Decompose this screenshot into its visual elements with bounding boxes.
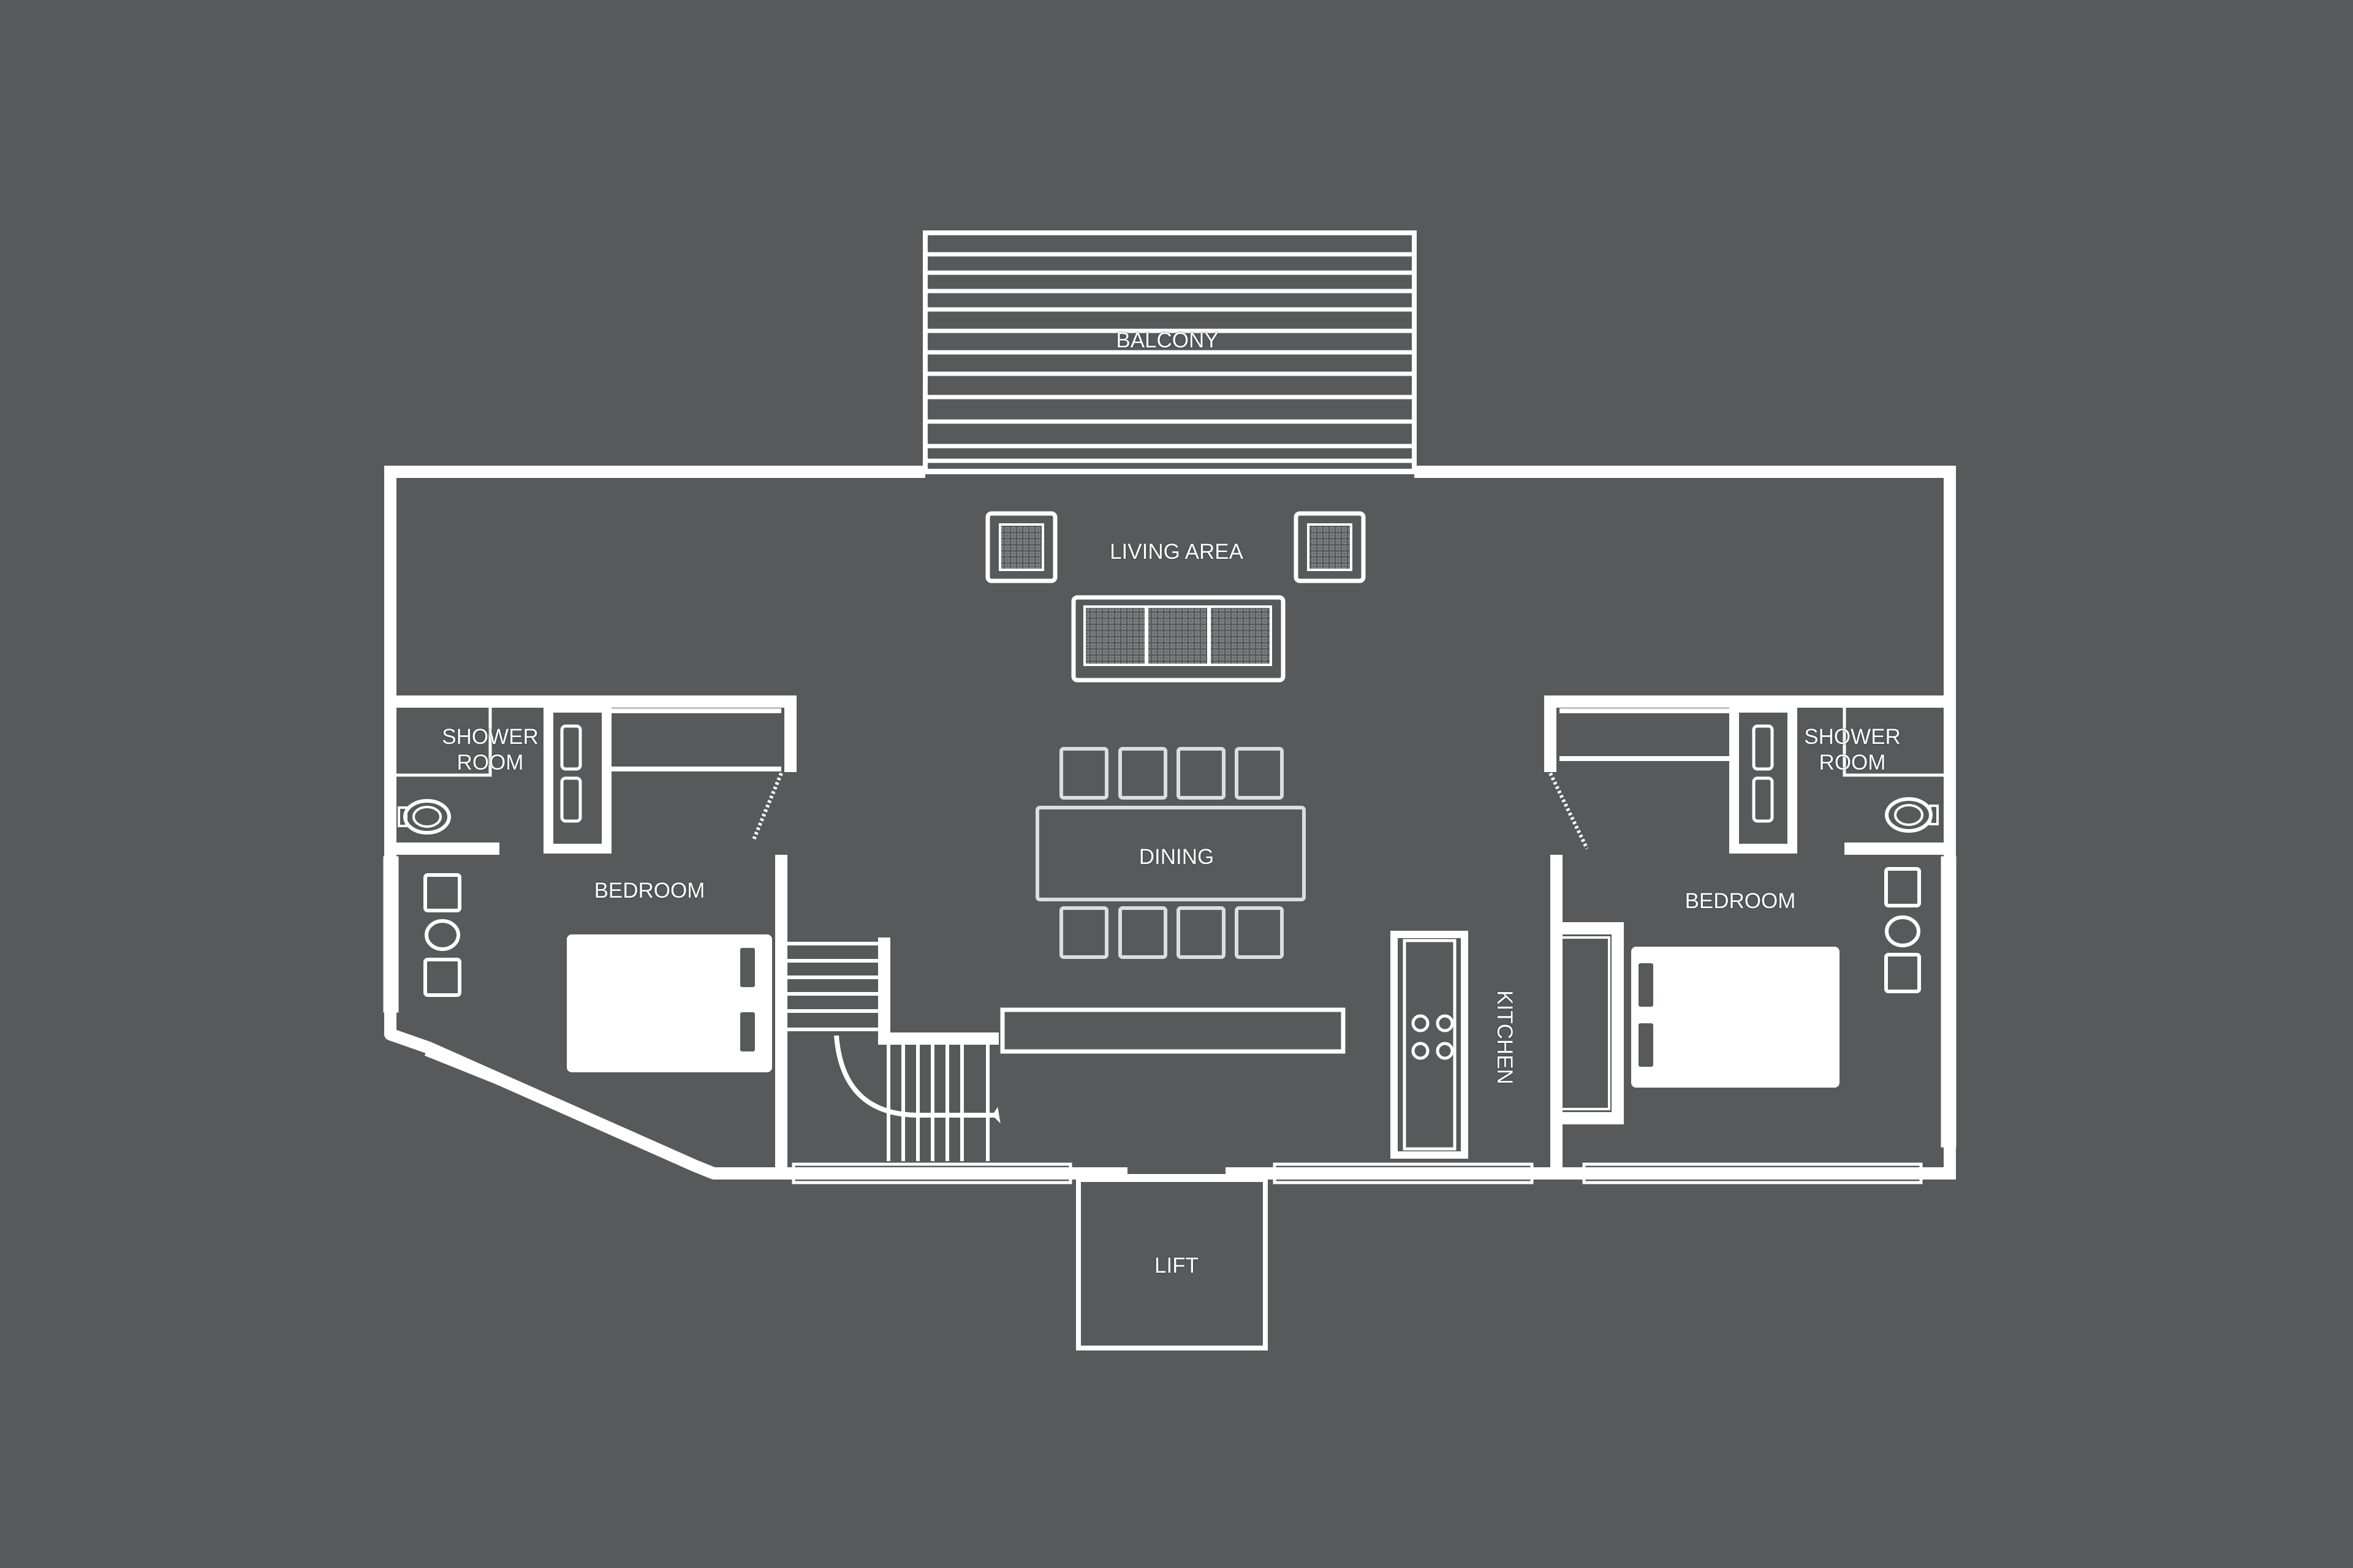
left-wing-walls bbox=[383, 695, 797, 1180]
balcony-label: BALCONY bbox=[1116, 328, 1219, 352]
left-shower-room-label: SHOWER ROOM bbox=[442, 725, 539, 775]
left-bed bbox=[567, 934, 772, 1072]
lift-label: LIFT bbox=[1154, 1254, 1199, 1278]
left-bedroom-label: BEDROOM bbox=[594, 879, 705, 903]
dining-set bbox=[1036, 747, 1306, 959]
lift-shaft bbox=[1076, 1177, 1268, 1350]
living-area-label: LIVING AREA bbox=[1110, 540, 1243, 564]
outer-walls bbox=[384, 466, 1956, 1011]
right-wing-walls bbox=[1544, 695, 1957, 1180]
bottom-walls bbox=[781, 1162, 1923, 1184]
staircase bbox=[787, 937, 1346, 1161]
dining-label: DINING bbox=[1139, 845, 1214, 869]
right-shower-room-label: SHOWER ROOM bbox=[1804, 725, 1901, 775]
right-bed bbox=[1631, 947, 1840, 1088]
right-bedroom-label: BEDROOM bbox=[1684, 889, 1796, 913]
kitchen-counter bbox=[1390, 931, 1468, 1159]
living-furniture bbox=[985, 511, 1366, 683]
kitchen-label: KITCHEN bbox=[1493, 990, 1517, 1085]
balcony bbox=[923, 230, 1417, 474]
